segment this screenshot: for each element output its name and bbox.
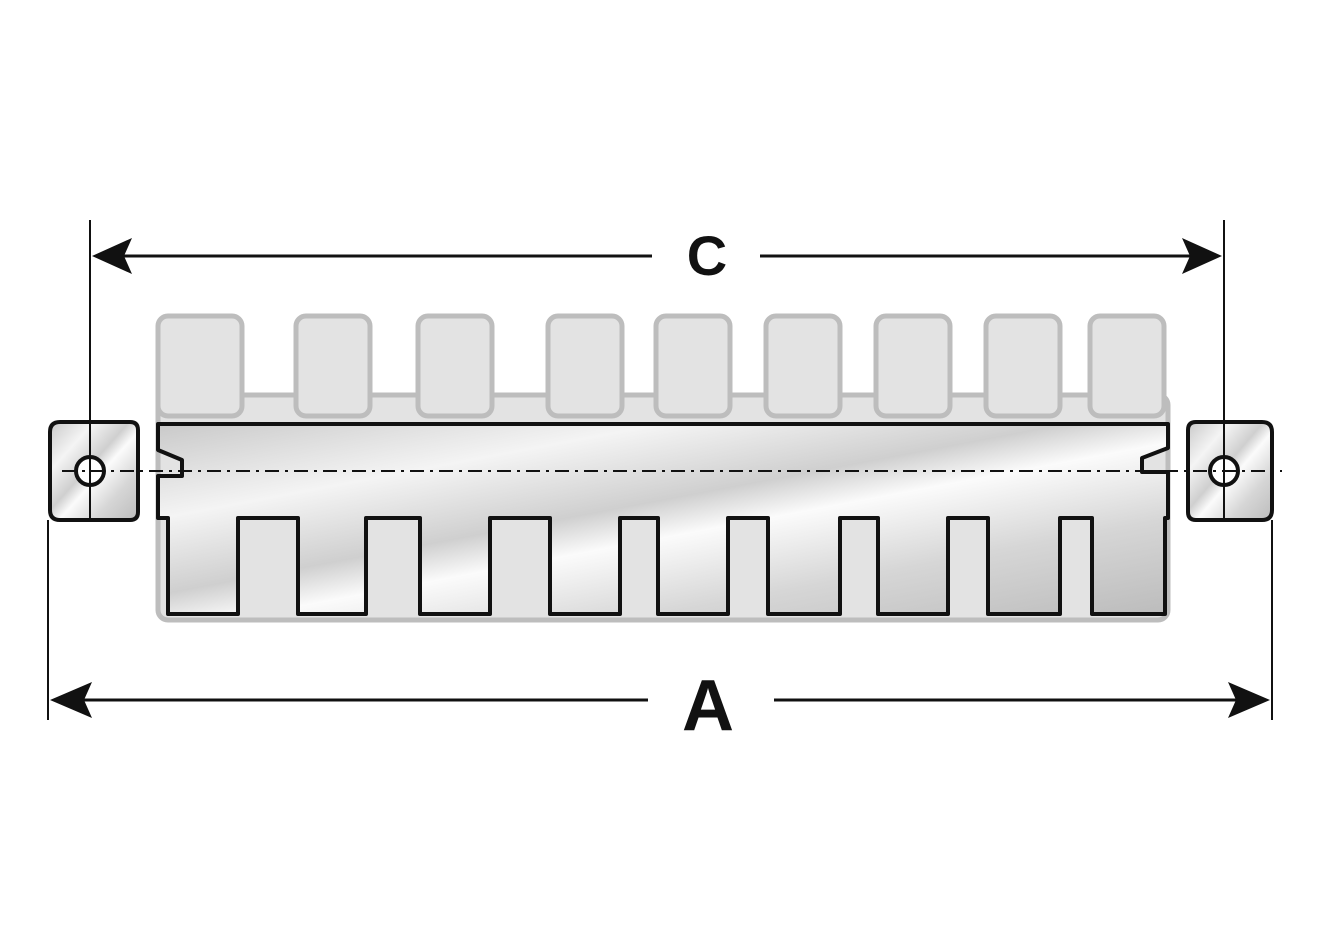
ghost-terminal [653, 313, 733, 419]
ghost-terminal [155, 313, 245, 419]
ghost-terminal [983, 313, 1063, 419]
ghost-terminal [293, 313, 373, 419]
dimension-c: C [92, 224, 1222, 287]
ghost-terminal [415, 313, 495, 419]
ghost-terminal [763, 313, 843, 419]
ghost-terminal [545, 313, 625, 419]
ghost-terminal [873, 313, 953, 419]
arrowhead-icon [50, 682, 92, 718]
terminal-strip-body [156, 422, 1170, 616]
arrowhead-icon [1228, 682, 1270, 718]
ghost-terminal [1087, 313, 1167, 419]
arrowhead-icon [1182, 238, 1222, 274]
arrowhead-icon [92, 238, 132, 274]
dimension-label-c: C [687, 224, 727, 287]
dimension-label-a: A [682, 666, 734, 746]
dimension-a: A [50, 666, 1270, 746]
